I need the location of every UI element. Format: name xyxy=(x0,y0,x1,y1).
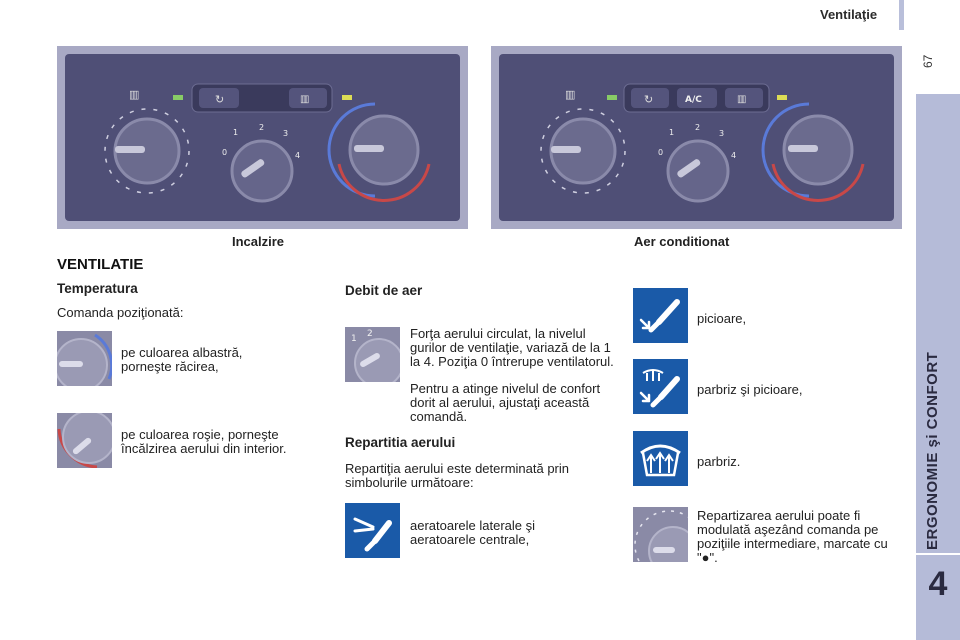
page-number: 67 xyxy=(921,54,935,68)
chapter-side-tab xyxy=(916,94,960,640)
face-vents-icon xyxy=(345,503,400,558)
distribution-intro: Repartiţia aerului este determinată prin… xyxy=(345,461,570,490)
airflow-text-2: Pentru a atinge nivelul de confort dorit… xyxy=(410,381,601,424)
windscreen-mode-text: parbriz. xyxy=(697,454,741,469)
temperature-blue-text: pe culoarea albastră, porneşte răcirea, xyxy=(121,345,243,374)
ac-panel-caption: Aer conditionat xyxy=(634,234,730,249)
feet-mode-icon xyxy=(633,288,688,343)
windscreen-mode-icon xyxy=(633,431,688,486)
airflow-heading: Debit de aer xyxy=(345,283,423,298)
temperature-heading: Temperatura xyxy=(57,281,138,296)
svg-text:↻: ↻ xyxy=(644,93,653,106)
airflow-text-1: Forţa aerului circulat, la nivelul guril… xyxy=(410,326,614,369)
svg-text:▥: ▥ xyxy=(300,94,309,105)
fan-speed-dial-icon: 1 2 xyxy=(345,327,400,382)
fan-dial-number: 2 xyxy=(259,123,264,132)
side-tab-divider xyxy=(916,553,960,555)
fan-dial-number: 0 xyxy=(222,148,227,157)
svg-text:↻: ↻ xyxy=(215,93,224,106)
distribution-heading: Repartitia aerului xyxy=(345,435,456,450)
intermediate-positions-text: Repartizarea aerului poate fi modulată a… xyxy=(697,508,888,565)
svg-text:▥: ▥ xyxy=(737,94,746,105)
page-header-title: Ventilaţie xyxy=(820,7,878,22)
fan-dial-number: 3 xyxy=(283,129,288,138)
fan-dial-number: 1 xyxy=(233,128,238,137)
svg-text:▥: ▥ xyxy=(565,88,575,101)
fan-dial-number: 4 xyxy=(295,151,300,160)
ac-button-label: A/C xyxy=(685,95,702,105)
fan-dial-number: 1 xyxy=(669,128,674,137)
fan-dial-number: 2 xyxy=(695,123,700,132)
temperature-intro: Comanda poziţionată: xyxy=(57,305,184,320)
fan-dial-number: 4 xyxy=(731,151,736,160)
ac-control-panel-photo: ↻ A/C ▥ ▥ 0 1 2 3 4 xyxy=(491,46,902,229)
windscreen-feet-mode-text: parbriz şi picioare, xyxy=(697,382,803,397)
distribution-dial-icon xyxy=(633,507,688,562)
face-vents-text: aeratoarele laterale şi aeratoarele cent… xyxy=(410,518,536,547)
chapter-title-vertical: ERGONOMIE şi CONFORT xyxy=(924,351,941,550)
feet-mode-text: picioare, xyxy=(697,311,747,326)
heating-panel-caption: Incalzire xyxy=(232,234,285,249)
temperature-red-text: pe culoarea roşie, porneşte încălzirea a… xyxy=(121,427,287,456)
svg-text:▥: ▥ xyxy=(129,88,139,101)
red-dial-icon xyxy=(57,413,112,468)
chapter-number: 4 xyxy=(928,565,948,603)
blue-dial-icon xyxy=(57,331,112,386)
section-title: VENTILATIE xyxy=(57,256,144,273)
svg-text:2: 2 xyxy=(367,329,373,339)
header-accent-bar xyxy=(899,0,904,30)
windscreen-feet-mode-icon xyxy=(633,359,688,414)
fan-dial-number: 0 xyxy=(658,148,663,157)
heating-control-panel-photo: ↻ ▥ ▥ 0 1 2 3 4 xyxy=(57,46,468,229)
fan-dial-number: 3 xyxy=(719,129,724,138)
svg-text:1: 1 xyxy=(351,334,357,344)
